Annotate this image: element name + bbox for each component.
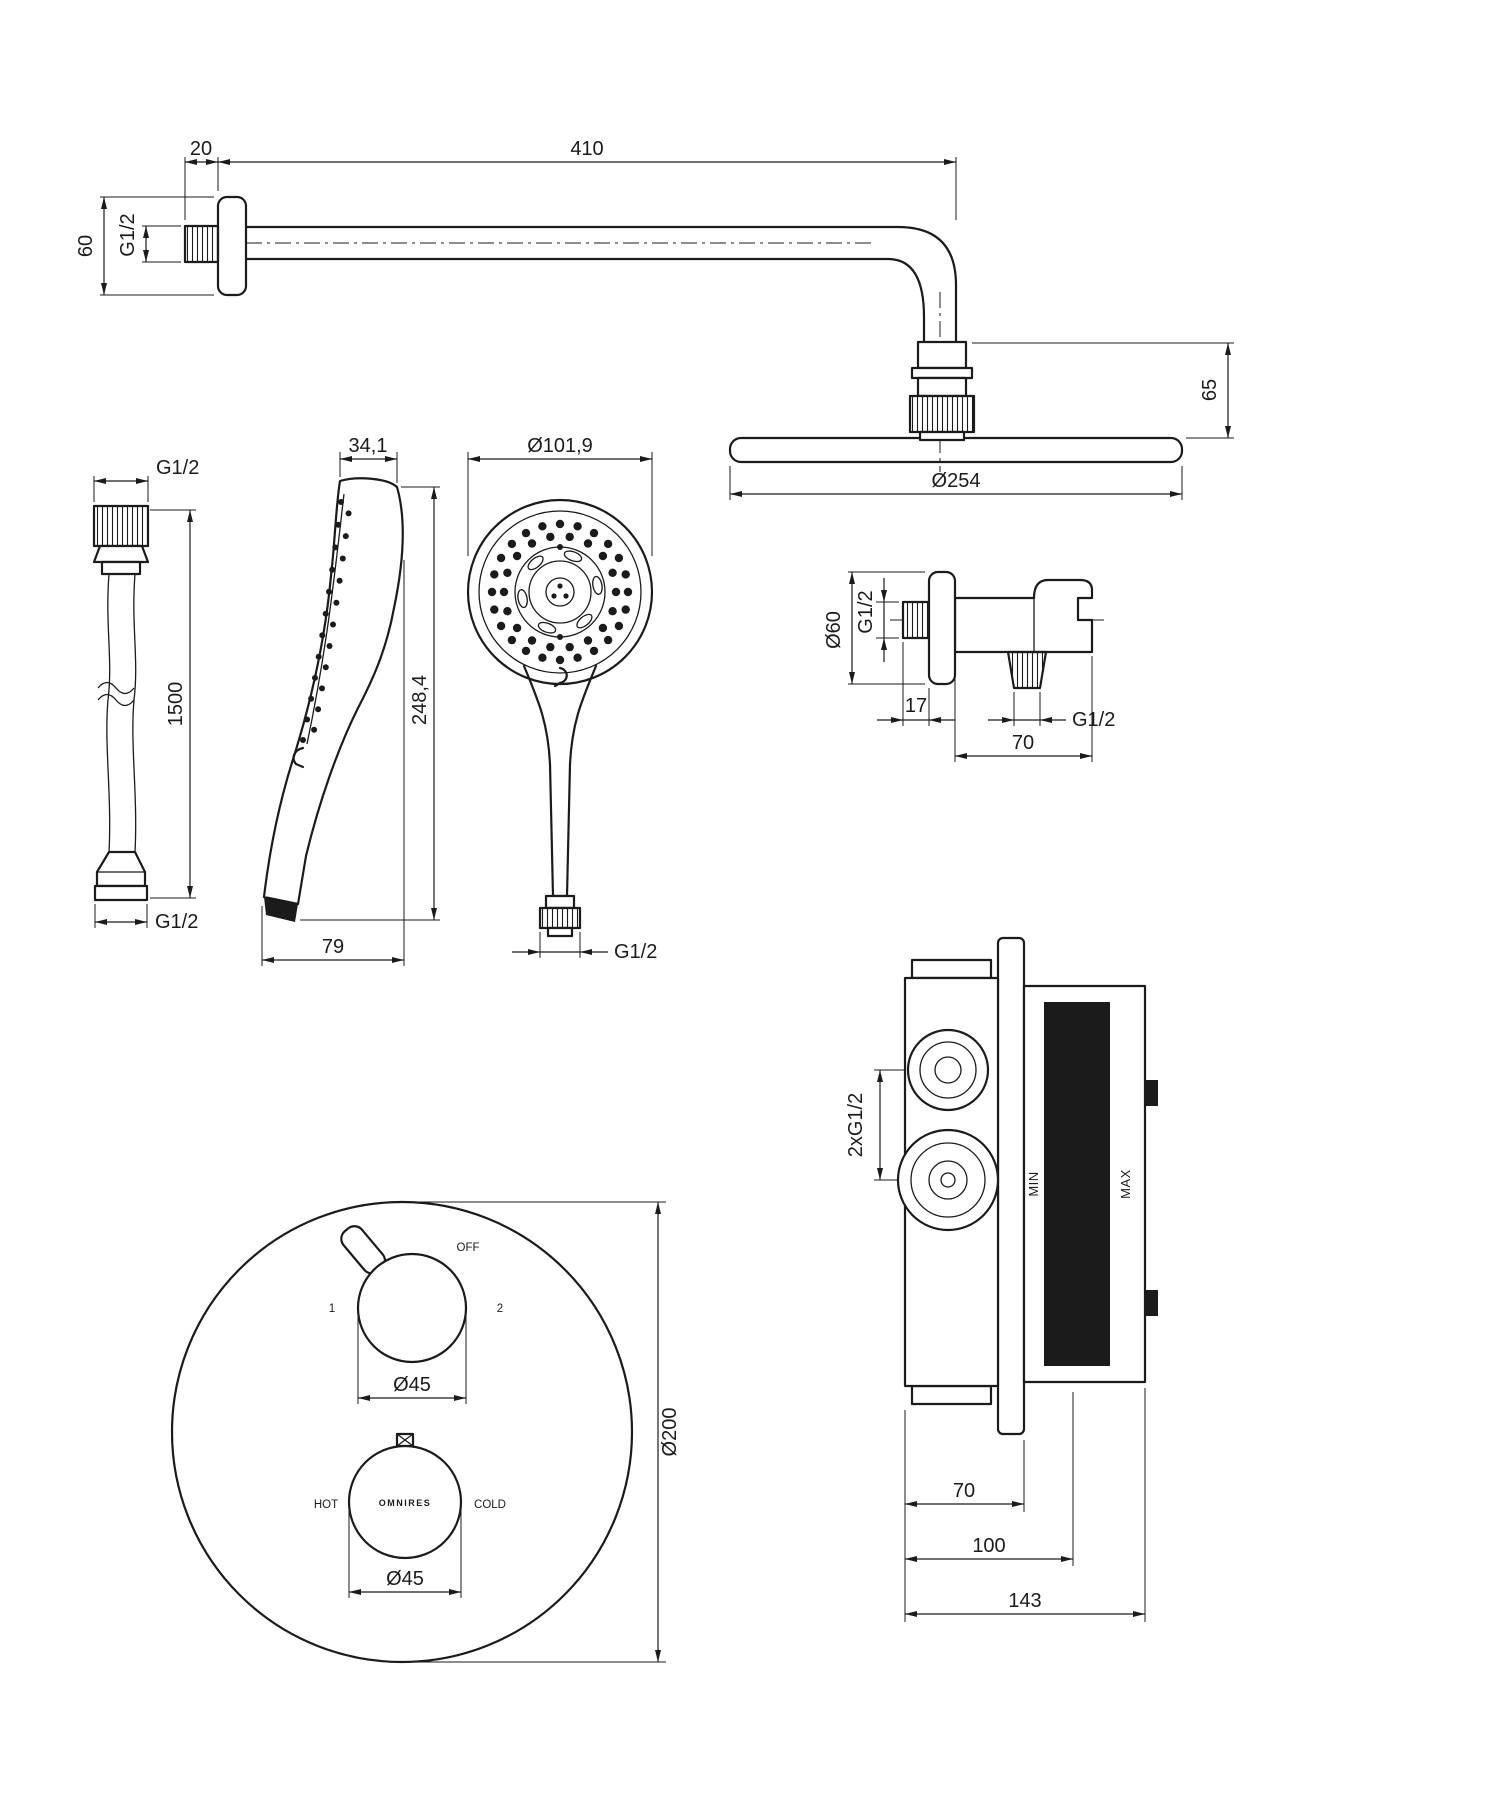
dim-hose-thread-bottom: G1/2	[155, 911, 198, 933]
face-screw-bottom	[557, 634, 563, 640]
mixer-port-bottom	[896, 1128, 1000, 1232]
arm-connector-base	[918, 430, 966, 442]
arm-connector-flange	[910, 366, 974, 380]
spray-selector-tab-front	[553, 666, 568, 688]
dim-mixer-100: 100	[972, 1535, 1005, 1557]
label-position-1: 1	[329, 1303, 335, 1315]
mode-ring-inner	[528, 560, 592, 624]
dim-elbow-nipple-length: 17	[905, 695, 927, 717]
mixer-top-cap	[910, 958, 993, 980]
arm-connector-body	[916, 376, 968, 398]
dim-handshower-height: 248,4	[409, 675, 431, 725]
front-nozzle-dots	[487, 519, 633, 665]
hose-body-right	[132, 573, 137, 853]
handle-inlet-tip	[546, 926, 574, 938]
elbow-thread-nipple	[901, 600, 931, 640]
label-cold: COLD	[474, 1499, 506, 1511]
label-hot: HOT	[314, 1499, 338, 1511]
dim-mixer-ports: 2xG1/2	[845, 1093, 867, 1157]
dim-head-height: 65	[1199, 379, 1221, 401]
arm-connector-collar	[916, 340, 968, 370]
hose-top-cone	[92, 544, 150, 564]
dim-handshower-diameter: Ø101,9	[527, 435, 593, 457]
handshower-front-view: Ø101,9 G1/2	[466, 435, 657, 963]
center-nozzle-ring	[545, 577, 575, 607]
label-min: MIN	[1026, 1171, 1041, 1196]
hose-break-symbol	[97, 681, 135, 695]
mixer-clip-top	[1145, 1080, 1158, 1106]
handshower-face-ring	[478, 510, 642, 674]
dim-elbow-thread-inlet: G1/2	[855, 590, 877, 633]
label-off: OFF	[457, 1242, 480, 1254]
brand-label: OMNIRES	[379, 1498, 432, 1508]
arm-tube-inner	[244, 257, 926, 344]
handshower-face-line	[306, 493, 345, 745]
dim-diverter-knob: Ø45	[393, 1374, 431, 1396]
handle-inlet-neck	[544, 894, 576, 910]
dim-mixer-143: 143	[1008, 1590, 1041, 1612]
handshower-side-view: 34,1 248,4 79	[261, 435, 440, 966]
dim-thermostat-knob: Ø45	[386, 1568, 424, 1590]
handle-inlet-nut	[538, 906, 582, 930]
dim-hose-length: 1500	[165, 682, 187, 727]
label-position-2: 2	[497, 1303, 503, 1315]
spray-selector-tab-side	[292, 746, 305, 769]
elbow-wall-flange	[927, 570, 957, 686]
arm-thread-nipple	[183, 224, 220, 264]
dim-handshower-width: 34,1	[349, 435, 388, 457]
mixer-mounting-flange	[996, 936, 1026, 1436]
wall-elbow-drawing: G1/2 Ø60 17 G1/2 70	[823, 570, 1115, 762]
diverter-knob	[356, 1252, 468, 1364]
mixer-clip-bottom	[1145, 1290, 1158, 1316]
dim-head-diameter: Ø254	[932, 470, 981, 492]
side-nozzle-dots	[300, 499, 352, 743]
mixer-body-drawing: MIN MAX 2xG1/2 70 100 143	[845, 936, 1158, 1622]
dim-arm-length: 410	[570, 138, 603, 160]
mixer-bottom-cap	[910, 1384, 993, 1406]
dim-arm-flange: 60	[75, 235, 97, 257]
hose-top-collar	[100, 560, 142, 576]
elbow-outlet-thread	[1006, 650, 1048, 690]
hose-body-left	[106, 573, 111, 853]
dim-handshower-depth: 79	[322, 936, 344, 958]
shower-arm-assembly: 20 410 G1/2 60 65 Ø254	[75, 138, 1234, 500]
dim-hose-thread-top: G1/2	[156, 457, 199, 479]
mixer-adjustment-band	[1044, 1002, 1110, 1366]
handshower-side-outline	[262, 477, 404, 906]
arm-wall-flange	[216, 195, 248, 297]
dim-elbow-flange-diameter: Ø60	[823, 611, 845, 649]
label-max: MAX	[1118, 1169, 1133, 1199]
hose-top-nut	[92, 504, 150, 548]
handle-right-edge	[565, 664, 598, 898]
dim-arm-wall-offset: 20	[190, 138, 212, 160]
dim-mixer-70: 70	[953, 1480, 975, 1502]
control-plate-drawing: OFF 1 2 Ø45 HOT COLD OMNIRES Ø45 Ø200	[170, 1200, 681, 1664]
dim-elbow-depth: 70	[1012, 732, 1034, 754]
handshower-inlet-side	[264, 897, 298, 922]
arm-connector-knurled-nut	[908, 394, 976, 434]
dim-handshower-thread: G1/2	[614, 941, 657, 963]
dim-elbow-thread-outlet: G1/2	[1072, 709, 1115, 731]
thermostat-knob	[347, 1444, 463, 1560]
arm-tube-outer	[244, 225, 958, 344]
hose-bottom-cone	[95, 850, 147, 888]
elbow-body	[953, 578, 1094, 654]
dim-plate-diameter: Ø200	[659, 1408, 681, 1457]
handle-left-edge	[522, 664, 555, 898]
face-screw-top	[557, 544, 563, 550]
hose-bottom-nut	[93, 884, 149, 902]
shower-head-disc	[728, 436, 1184, 464]
dim-arm-thread: G1/2	[117, 213, 139, 256]
shower-hose-drawing: G1/2 1500 G1/2	[92, 457, 199, 933]
